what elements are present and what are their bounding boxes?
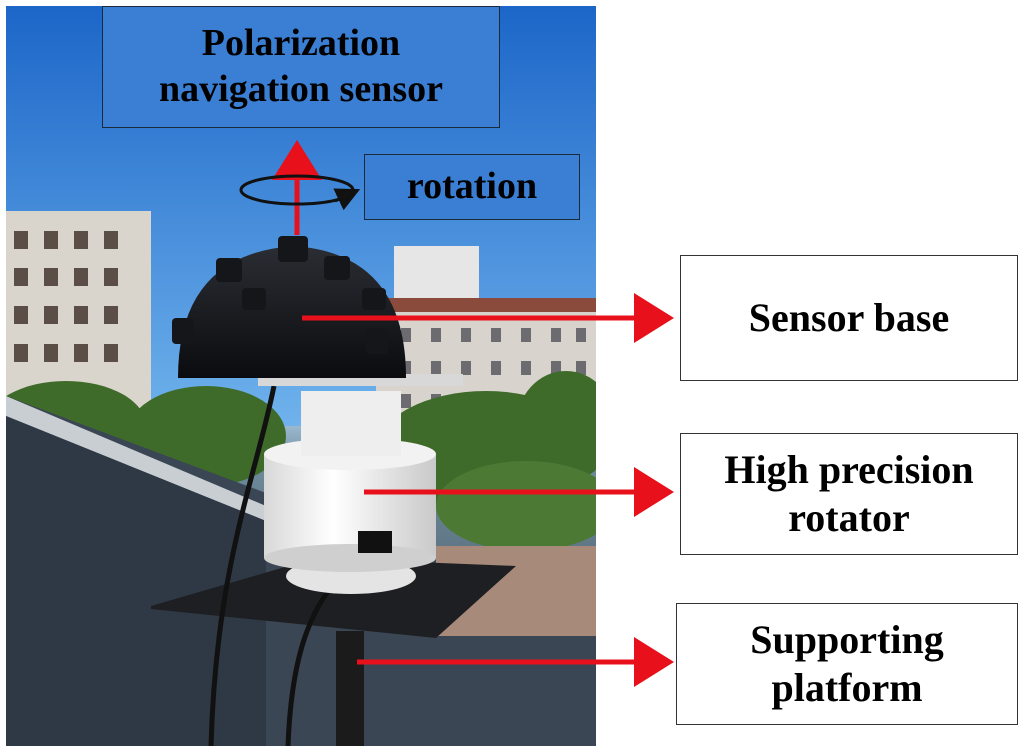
label-rotation: rotation xyxy=(364,154,580,220)
label-polarization-sensor: Polarization navigation sensor xyxy=(102,6,500,128)
platform-plate xyxy=(151,558,516,638)
label-rotation-text: rotation xyxy=(406,165,538,208)
label-sensor-base-text: Sensor base xyxy=(748,295,950,340)
label-high-precision-rotator: High precision rotator xyxy=(680,433,1018,555)
rotation-arrowhead xyxy=(333,188,361,211)
label-polarization-sensor-text: Polarization navigation sensor xyxy=(159,22,443,110)
rotator-cylinder xyxy=(264,454,436,558)
label-high-precision-rotator-text: High precision rotator xyxy=(724,447,974,540)
label-sensor-base: Sensor base xyxy=(680,255,1018,381)
cable-1 xyxy=(208,385,277,746)
roof-railing xyxy=(6,396,266,521)
label-supporting-platform-text: Supporting platform xyxy=(750,617,944,710)
cable-2 xyxy=(285,579,338,746)
upper-mount xyxy=(301,391,401,456)
dome-sensors xyxy=(172,236,388,354)
label-supporting-platform: Supporting platform xyxy=(676,603,1018,725)
rotator-nameplate xyxy=(358,531,392,553)
distant-building xyxy=(394,246,479,301)
platform-pole xyxy=(336,631,364,746)
